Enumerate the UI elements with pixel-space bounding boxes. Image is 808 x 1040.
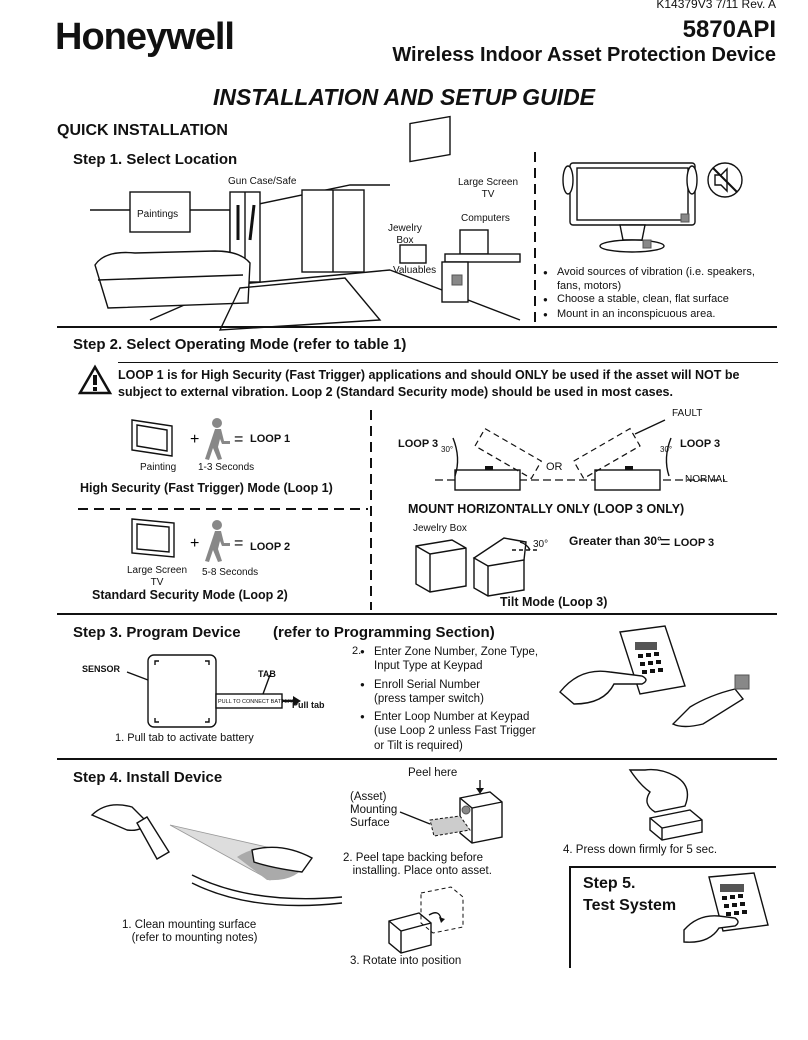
loop3-left-label: LOOP 3 xyxy=(398,438,439,450)
loop1-time: 1-3 Seconds xyxy=(198,462,255,473)
rotate-position-illustration xyxy=(388,886,464,954)
keypad-hand-illustration xyxy=(559,625,750,728)
step4-heading: Step 4. Install Device xyxy=(73,769,223,786)
loop3-left-angle: 30° xyxy=(441,445,454,454)
warning-rule xyxy=(118,362,778,363)
tab-label: TAB xyxy=(258,669,276,679)
mount-horizontal-note: MOUNT HORIZONTALLY ONLY (LOOP 3 ONLY) xyxy=(408,502,685,516)
warning-icon xyxy=(77,364,113,395)
or-label: OR xyxy=(546,461,563,473)
brand-logo: Honeywell xyxy=(55,16,235,58)
room-illustration xyxy=(90,115,521,331)
loop2-plus-walking-person-equals: + = xyxy=(190,520,243,562)
step1-bullet-3: Mount in an inconspicuous area. xyxy=(543,308,715,322)
tilt-equals-sign: = xyxy=(660,532,671,552)
tilt-jewelry-box-label: Jewelry Box xyxy=(413,523,467,534)
step3-item2-number: 2. xyxy=(352,645,362,657)
loop1-caption: High Security (Fast Trigger) Mode (Loop … xyxy=(80,481,333,495)
sensor-label: SENSOR xyxy=(82,664,121,674)
loop3-right-label: LOOP 3 xyxy=(680,438,721,450)
svg-text:=: = xyxy=(234,535,243,552)
loop3-caption: Tilt Mode (Loop 3) xyxy=(500,595,608,609)
step4-item1: 1. Clean mounting surface (refer to moun… xyxy=(122,919,258,945)
normal-label: NORMAL xyxy=(685,474,728,485)
loop3-right-angle: 30° xyxy=(660,445,673,454)
dashed-divider-loops xyxy=(78,508,368,510)
press-down-illustration xyxy=(628,768,703,841)
label-jewelry-box: Jewelry Box xyxy=(388,223,422,246)
step5-box xyxy=(569,866,776,968)
peel-here-label: Peel here xyxy=(408,767,458,779)
step1-bullet-1: Avoid sources of vibration (i.e. speaker… xyxy=(543,266,755,294)
fault-label: FAULT xyxy=(672,408,703,419)
warning-text: LOOP 1 is for High Security (Fast Trigge… xyxy=(118,368,740,399)
product-subtitle: Wireless Indoor Asset Protection Device xyxy=(392,44,776,66)
spray-clean-illustration xyxy=(90,804,343,907)
divider-step1 xyxy=(57,326,777,328)
divider-step3 xyxy=(57,758,777,760)
model-number: 5870API xyxy=(682,16,776,43)
svg-text:+: + xyxy=(190,535,199,552)
pull-tab-label: Pull tab xyxy=(292,700,325,710)
step4-item2: 2. Peel tape backing before installing. … xyxy=(343,852,492,878)
quick-install-heading: QUICK INSTALLATION xyxy=(57,122,228,139)
label-gun-case: Gun Case/Safe xyxy=(228,176,297,187)
step5-heading: Step 5. Test System xyxy=(583,875,677,914)
tilt-angle-label: 30° xyxy=(533,539,549,550)
loop3-result: LOOP 3 xyxy=(674,537,715,549)
divider-step2 xyxy=(57,613,777,615)
guide-title: INSTALLATION AND SETUP GUIDE xyxy=(212,84,596,110)
vertical-dashed-divider-2 xyxy=(370,410,372,610)
loop1-result: LOOP 1 xyxy=(250,433,291,445)
step3-bullet-1: Enter Zone Number, Zone Type, Input Type… xyxy=(360,645,538,674)
label-computers: Computers xyxy=(461,213,510,224)
tab-text: PULL TO CONNECT BATTERY xyxy=(218,699,296,705)
label-paintings: Paintings xyxy=(137,209,179,220)
step2-heading: Step 2. Select Operating Mode (refer to … xyxy=(73,336,407,353)
label-large-screen-tv: Large Screen TV xyxy=(458,177,519,200)
sensor-battery-tab-illustration xyxy=(126,654,301,728)
jewelry-box-tilt-illustration xyxy=(415,537,537,597)
svg-text:+: + xyxy=(190,431,199,448)
loop2-caption: Standard Security Mode (Loop 2) xyxy=(92,588,288,602)
large-screen-tv-icon xyxy=(131,518,175,558)
vertical-dashed-divider-1 xyxy=(534,152,536,322)
loop3-orientation-diagram xyxy=(435,419,725,491)
svg-text:=: = xyxy=(234,431,243,448)
step1-heading: Step 1. Select Location xyxy=(73,151,238,168)
step4-item3: 3. Rotate into position xyxy=(350,955,462,967)
doc-code: K14379V3 7/11 Rev. A xyxy=(656,0,776,11)
loop1-plus-walking-person-equals: + = xyxy=(190,418,243,460)
step4-item4: 4. Press down firmly for 5 sec. xyxy=(563,844,718,856)
label-valuables: Valuables xyxy=(393,265,437,276)
step3-heading-note: (refer to Programming Section) xyxy=(273,624,495,641)
greater-than-label: Greater than 30° xyxy=(569,534,662,548)
tv-speaker-illustration xyxy=(562,162,743,253)
peel-tape-illustration xyxy=(399,780,503,844)
step3-bullet-3: Enter Loop Number at Keypad (use Loop 2 … xyxy=(360,710,536,753)
step3-bullet-2: Enroll Serial Number (press tamper switc… xyxy=(360,678,484,707)
loop2-time: 5-8 Seconds xyxy=(202,567,259,578)
step1-bullet-2: Choose a stable, clean, flat surface xyxy=(543,293,729,307)
painting-icon xyxy=(131,419,173,457)
step3-heading: Step 3. Program Device xyxy=(73,624,241,641)
mounting-surface-label: (Asset) Mounting Surface xyxy=(350,791,398,830)
loop2-asset-label: Large Screen TV xyxy=(127,565,188,588)
loop1-asset-label: Painting xyxy=(140,462,177,473)
loop2-result: LOOP 2 xyxy=(250,541,291,553)
test-system-keypad-illustration xyxy=(683,872,769,943)
step3-item1: 1. Pull tab to activate battery xyxy=(115,732,254,744)
